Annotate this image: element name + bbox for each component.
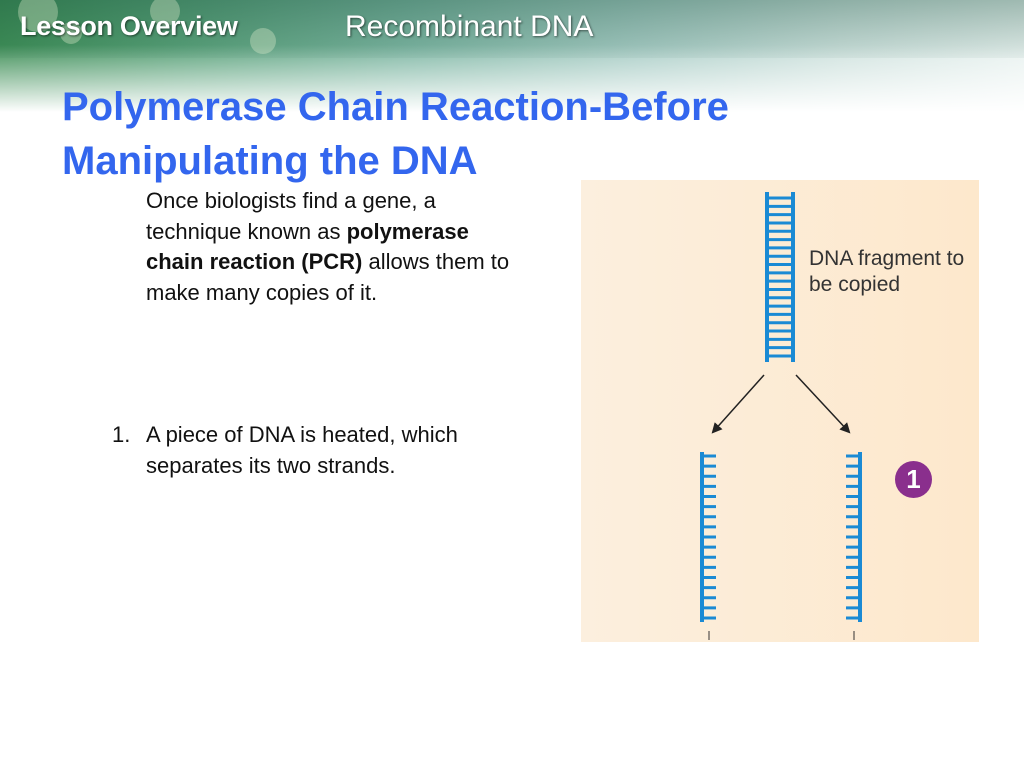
dna-diagram <box>700 192 862 640</box>
lesson-overview-label: Lesson Overview <box>20 11 238 41</box>
step-number: 1. <box>112 422 131 447</box>
intro-text-2: allows them to make many copies of it. <box>146 249 510 305</box>
slide-title: Polymerase Chain Reaction-Before Manipul… <box>62 85 729 183</box>
intro-term: polymerase chain reaction (PCR) <box>146 218 469 275</box>
split-arrow-left <box>711 374 765 434</box>
pcr-figure: DNA fragment to be copied 1 <box>581 180 979 642</box>
header-bar: Lesson Overview Recombinant DNA <box>0 0 1024 112</box>
header-decoration <box>250 28 276 54</box>
header-decoration <box>150 0 180 26</box>
split-arrow-right <box>795 374 851 434</box>
step-badge: 1 <box>895 461 932 498</box>
step-item: 1. A piece of DNA is heated, which separ… <box>112 420 522 481</box>
lesson-topic: Recombinant DNA <box>345 10 594 43</box>
header-decoration <box>18 0 58 32</box>
header-shade <box>0 0 1024 58</box>
figure-label: DNA fragment to be copied <box>809 247 965 296</box>
header-decoration <box>60 22 82 44</box>
intro-paragraph: Once biologists find a gene, a technique… <box>146 186 516 308</box>
intro-text-1: Once biologists find a gene, a technique… <box>146 188 436 244</box>
step-text: A piece of DNA is heated, which separate… <box>146 422 458 478</box>
